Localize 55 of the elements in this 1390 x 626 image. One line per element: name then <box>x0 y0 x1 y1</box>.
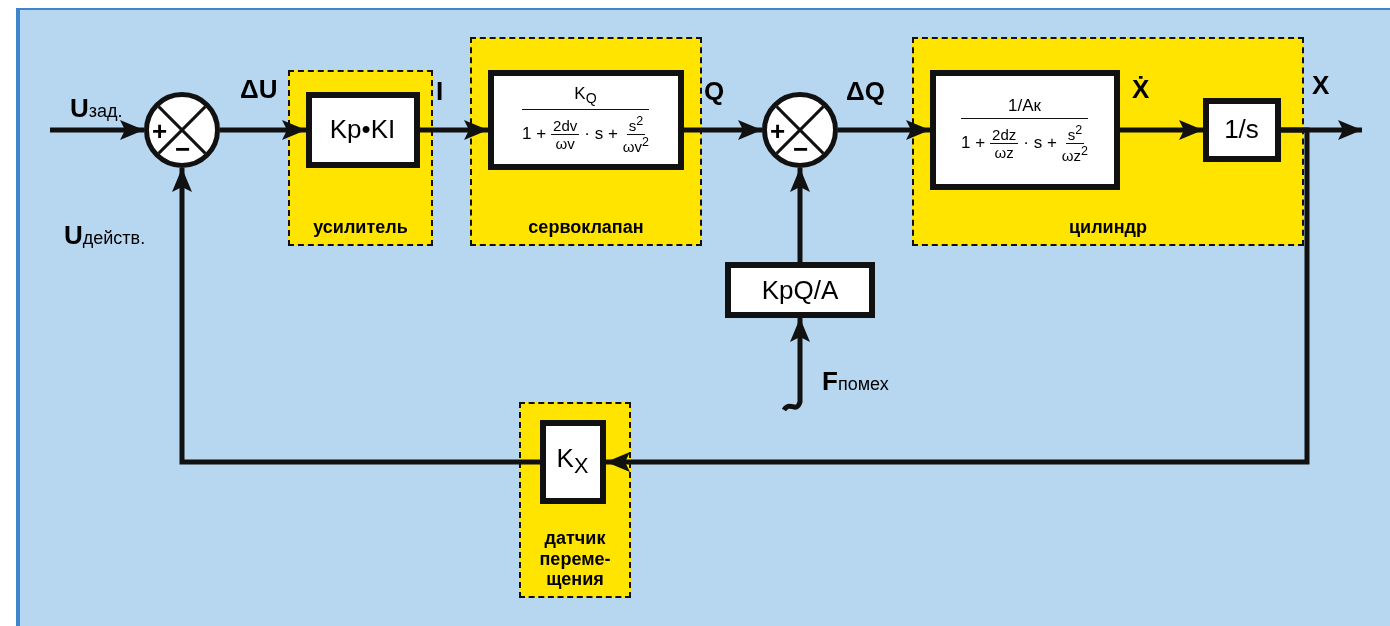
formula-term: ωv <box>555 134 575 152</box>
group-label: цилиндр <box>1069 217 1147 238</box>
formula-term: 2dz <box>990 125 1019 144</box>
signal-label: I <box>436 78 444 104</box>
formula-term: ωz$^{2}$ <box>1061 143 1088 164</box>
signal-label: X <box>1312 72 1330 98</box>
plus-sign: + <box>770 118 786 144</box>
signal-arrow <box>1120 120 1203 140</box>
gain-block <box>305 91 420 168</box>
block-label: K$_{X}$ <box>556 443 589 480</box>
minus-sign: − <box>793 136 809 162</box>
signal-arrow <box>684 120 762 140</box>
formula-term: · s + <box>584 124 618 145</box>
minus-sign: − <box>175 136 191 162</box>
signal-label: Ẋ <box>1132 76 1150 102</box>
gain-block <box>539 419 606 504</box>
formula-term: s$^{2}$ <box>1065 122 1085 144</box>
block-label: Kp•KI <box>329 114 396 145</box>
formula-term: s$^{2}$ <box>626 113 646 135</box>
formula-term: 1 + <box>961 133 986 153</box>
block-label: 1/s <box>1224 114 1259 145</box>
signal-arrow <box>782 318 810 412</box>
group-label: сервоклапан <box>528 217 644 238</box>
transfer-function-box <box>487 69 684 170</box>
numerator: K$_{Q}$ <box>573 84 598 109</box>
signal-arrow <box>220 120 306 140</box>
signal-arrow <box>172 168 540 465</box>
group-label: датчик переме- щения <box>538 527 612 590</box>
gain-block <box>725 262 875 318</box>
numerator: 1/Aк <box>1007 95 1042 117</box>
signal-label: ΔQ <box>846 78 885 104</box>
signal-arrow <box>790 168 810 262</box>
dashed-group-box <box>519 402 631 598</box>
transfer-function-box <box>929 69 1120 190</box>
formula-term: · s + <box>1023 133 1057 153</box>
formula-term: ωz <box>994 143 1014 161</box>
group-label: усилитель <box>313 217 408 238</box>
dashed-group-box <box>912 37 1304 246</box>
signal-arrow <box>50 120 144 140</box>
formula-term: 2dv <box>551 116 580 135</box>
signal-label: Uзад. <box>70 95 123 121</box>
formula-term: 1 + <box>522 124 547 145</box>
signal-label: Uдейств. <box>64 222 146 248</box>
signal-arrow <box>838 120 930 140</box>
signal-arrow <box>420 120 488 140</box>
signal-label: Q <box>704 78 725 104</box>
dashed-group-box <box>470 37 702 246</box>
block-label: KpQ/A <box>761 274 839 306</box>
formula-term: ωv$^{2}$ <box>622 134 649 155</box>
signal-label: Fпомех <box>822 368 889 394</box>
signal-arrow <box>606 127 1310 472</box>
signal-label: ΔU <box>240 76 278 102</box>
plus-sign: + <box>152 118 168 144</box>
dashed-group-box <box>288 70 433 246</box>
gain-block <box>1202 97 1281 162</box>
